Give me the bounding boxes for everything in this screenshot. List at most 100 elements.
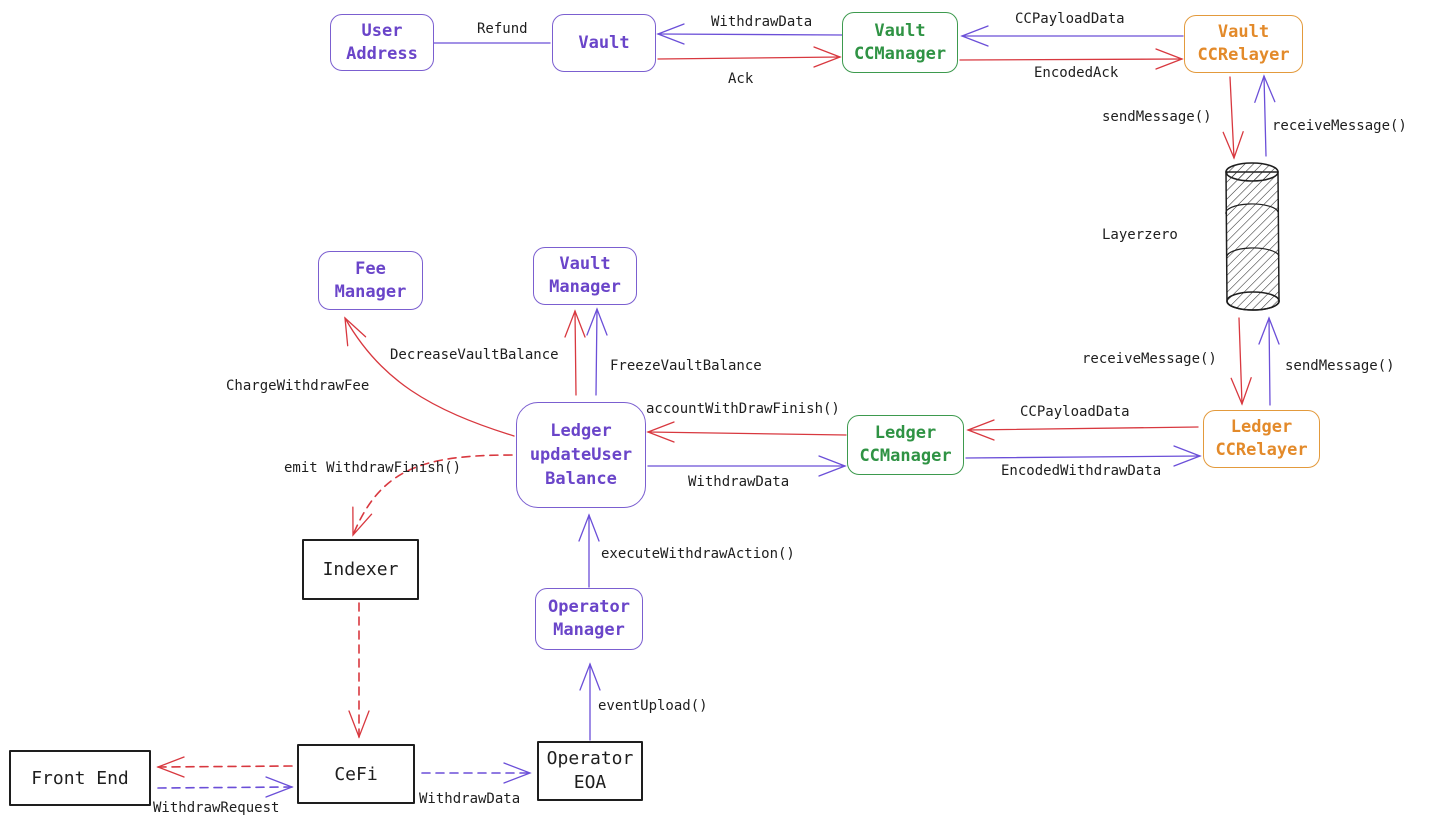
edge-label-cefi-withdraw-data: WithdrawData	[419, 791, 521, 807]
arrowhead-icon	[960, 25, 989, 47]
operator-eoa-label-2: EOA	[573, 772, 607, 793]
ledger-receive-message-arrow	[1230, 317, 1252, 406]
arrowhead-icon	[1254, 74, 1276, 103]
vault-send-message-arrow	[1222, 76, 1244, 160]
edge-label-refund: Refund	[477, 21, 528, 37]
arrowhead-icon	[1258, 316, 1280, 345]
encoded-ack-arrow	[959, 48, 1184, 70]
vault-cc-relayer-label-1: Vault	[1217, 22, 1270, 42]
ack-arrow	[657, 46, 842, 68]
arrowhead-icon	[503, 762, 532, 784]
arrowhead-icon	[156, 756, 185, 778]
edge-label-ledger-cc-payload-data: CCPayloadData	[1020, 404, 1130, 420]
arrowhead-icon	[966, 419, 995, 441]
arrowhead-icon	[344, 316, 367, 347]
ledger-cc-relayer-label-1: Ledger	[1230, 417, 1293, 437]
edge-label-ledger-receive-message: receiveMessage()	[1082, 351, 1217, 367]
operator-manager-label-1: Operator	[548, 597, 630, 617]
ledger-cc-manager-node[interactable]: Ledger CCManager	[847, 415, 964, 475]
arrowhead-icon	[564, 309, 586, 338]
edge-label-account-withdraw-finish: accountWithDrawFinish()	[646, 401, 840, 417]
edge-label-withdraw-request: WithdrawRequest	[153, 800, 280, 816]
arrowhead-icon	[348, 710, 370, 739]
vault-cc-manager-label-1: Vault	[874, 20, 926, 41]
indexer-to-cefi-arrow	[348, 602, 370, 739]
edge-label-charge-withdraw-fee: ChargeWithdrawFee	[226, 378, 370, 394]
arrowhead-icon	[586, 307, 608, 336]
edge-label-emit-withdraw-finish: emit WithdrawFinish()	[284, 460, 462, 476]
arrowhead-icon	[656, 23, 685, 45]
charge-withdraw-fee-arrow	[344, 316, 515, 437]
arrowhead-icon	[1230, 377, 1252, 406]
operator-eoa-label-1: Operator	[546, 748, 634, 769]
ledger-update-user-balance-node[interactable]: Ledger updateUser Balance	[516, 402, 646, 508]
vault-cc-manager-label-2: CCManager	[853, 43, 947, 64]
edge-label-encoded-withdraw-data: EncodedWithdrawData	[1001, 463, 1162, 479]
edge-label-ack: Ack	[728, 71, 754, 87]
cefi-to-front-end-arrow	[156, 756, 293, 778]
arrowhead-icon	[578, 513, 600, 542]
edge-label-event-upload: eventUpload()	[598, 698, 708, 714]
vault-label: Vault	[578, 32, 630, 53]
freeze-vault-balance-arrow	[586, 307, 608, 396]
ledger-withdraw-data-arrow	[647, 455, 847, 477]
operator-eoa-node[interactable]: Operator EOA	[537, 741, 643, 801]
withdraw-request-arrow	[157, 776, 294, 798]
edge-label-vault-receive-message: receiveMessage()	[1272, 118, 1407, 134]
fee-manager-node[interactable]: Fee Manager	[318, 251, 423, 310]
vault-manager-label-1: Vault	[559, 254, 611, 274]
operator-manager-node[interactable]: Operator Manager	[535, 588, 643, 650]
edge-label-vault-cc-payload-data: CCPayloadData	[1015, 11, 1125, 27]
decrease-vault-balance-arrow	[564, 309, 586, 396]
execute-withdraw-action-arrow	[578, 513, 600, 588]
vault-manager-node[interactable]: Vault Manager	[533, 247, 637, 305]
encoded-withdraw-data-arrow	[965, 445, 1202, 467]
edge-label-execute-withdraw-action: executeWithdrawAction()	[601, 546, 795, 562]
emit-withdraw-finish-arrow	[352, 454, 513, 537]
edge-label-ledger-send-message: sendMessage()	[1285, 358, 1395, 374]
ledger-cc-manager-label-2: CCManager	[859, 446, 952, 466]
edge-label-vault-withdraw-data: WithdrawData	[711, 14, 813, 30]
cefi-node[interactable]: CeFi	[297, 744, 415, 804]
arrowhead-icon	[1173, 445, 1202, 467]
arrowhead-icon	[1222, 131, 1244, 160]
vault-cc-relayer-node[interactable]: Vault CCRelayer	[1184, 15, 1303, 73]
ledger-label-3: Balance	[545, 469, 617, 489]
arrowhead-icon	[813, 46, 842, 68]
event-upload-arrow	[579, 662, 601, 741]
ledger-cc-relayer-label-2: CCRelayer	[1215, 440, 1308, 460]
indexer-label: Indexer	[322, 559, 399, 580]
edge-label-decrease-vault-balance: DecreaseVaultBalance	[390, 347, 559, 363]
ledger-send-message-arrow	[1258, 316, 1280, 406]
vault-node[interactable]: Vault	[552, 14, 656, 72]
vault-cc-relayer-label-2: CCRelayer	[1197, 45, 1290, 65]
arrowhead-icon	[352, 506, 373, 537]
edge-label-freeze-vault-balance: FreezeVaultBalance	[610, 358, 762, 374]
arrowhead-icon	[1155, 48, 1184, 70]
edge-label-vault-send-message: sendMessage()	[1102, 109, 1212, 125]
arrowhead-icon	[646, 421, 675, 443]
arrowhead-icon	[818, 455, 847, 477]
fee-manager-label-1: Fee	[355, 258, 386, 279]
edge-label-ledger-withdraw-data: WithdrawData	[688, 474, 790, 490]
fee-manager-label-2: Manager	[334, 281, 407, 302]
vault-withdraw-data-arrow	[656, 23, 843, 45]
ledger-label-1: Ledger	[550, 421, 612, 441]
user-address-node[interactable]: User Address	[330, 14, 434, 71]
user-address-label-1: User	[361, 20, 403, 41]
front-end-node[interactable]: Front End	[9, 750, 151, 806]
operator-manager-label-2: Manager	[553, 620, 625, 640]
front-end-label: Front End	[31, 767, 129, 789]
vault-cc-manager-node[interactable]: Vault CCManager	[842, 12, 958, 73]
cefi-label: CeFi	[334, 763, 378, 785]
indexer-node[interactable]: Indexer	[302, 539, 419, 600]
ledger-cc-manager-label-1: Ledger	[874, 423, 937, 443]
cefi-withdraw-data-arrow	[421, 762, 532, 784]
edge-label-encoded-ack: EncodedAck	[1034, 65, 1119, 81]
layerzero-cylinder-icon	[1225, 162, 1280, 311]
ledger-cc-relayer-node[interactable]: Ledger CCRelayer	[1203, 410, 1320, 468]
user-address-label-2: Address	[346, 43, 418, 64]
vault-receive-message-arrow	[1254, 74, 1276, 157]
ledger-label-2: updateUser	[529, 445, 633, 465]
